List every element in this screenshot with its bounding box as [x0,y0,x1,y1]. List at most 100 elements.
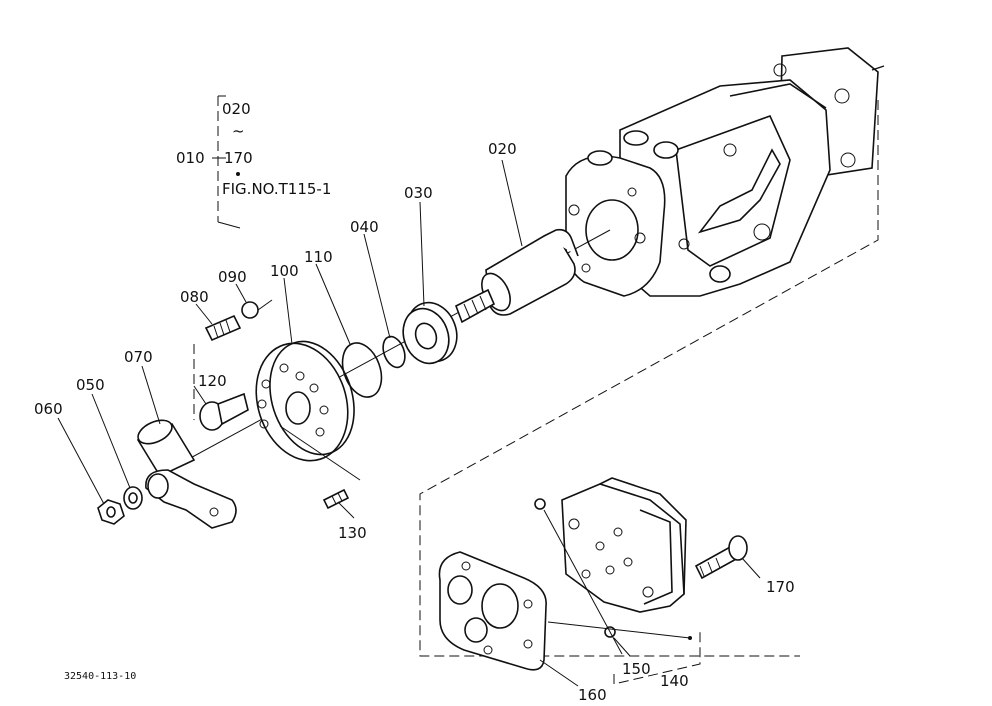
cam-plate-edge [269,340,355,456]
thread-line [471,299,479,315]
collar-bore [414,322,438,350]
cam-plate-hole [295,371,305,381]
flange-bolt-hole [834,88,850,104]
pin-knurl [337,492,343,502]
cam-plate-hole [315,427,325,437]
cam-plate-hole [309,383,319,393]
cover-hole [613,527,623,537]
face-bolt-hole [627,187,637,197]
gasket-port [447,575,473,605]
gasket-large-port [481,583,519,629]
gasket-bolt-hole [523,639,533,649]
callout-030: 030 [404,184,433,202]
cover-hole [605,565,615,575]
housing-port [678,238,690,250]
housing-top-edge [729,83,827,109]
callout-070: 070 [124,348,153,366]
leader-030 [419,201,425,307]
bolt-thread [707,561,713,573]
bushing-top [137,419,173,445]
gasket-axis [547,621,691,639]
part-040-small-o-ring [382,335,406,369]
legend-right-code: 170 [224,149,253,167]
leader-080 [195,303,213,325]
leader-040 [363,233,391,339]
gasket-bolt-hole [523,599,533,609]
part-090-ball [241,301,259,319]
part-170-bolt [694,535,748,580]
washer-inner [128,492,138,504]
part-110-large-o-ring [341,342,383,398]
leader-100 [283,277,293,345]
drawing-number: 32540-113-10 [64,671,136,682]
housing-port [723,143,737,157]
pin-axis-line [279,425,361,481]
callout-160: 160 [578,686,607,704]
leader-160 [539,659,579,687]
ball-leader [613,637,631,657]
legend-dot [236,172,240,176]
face-bolt-hole [568,204,580,216]
lever-hole [147,473,169,499]
legend-left-code: 010 [176,149,205,167]
leader-130 [337,501,355,519]
spring-coil [213,325,219,339]
part-100-cam-plate [255,340,355,462]
housing-shaft-line [871,65,885,71]
pin-knurl [331,495,337,505]
part-140-cover [561,477,687,613]
lever-end-hole [209,507,219,517]
part-130-pin [322,488,350,510]
cover-body [561,483,685,613]
legend-bracket-bottom [217,221,241,229]
part-030-collar [402,301,458,365]
cam-plate-hole [257,399,267,409]
leader-120 [193,385,207,405]
callout-020: 020 [488,140,517,158]
bolt-thread [715,557,721,569]
cover-hole [623,557,633,567]
gasket-bolt-hole [483,645,493,655]
spring-coil [225,319,231,333]
callout-140: 140 [660,672,689,690]
callout-050: 050 [76,376,105,394]
callout-120: 120 [198,372,227,390]
pin-body [322,488,350,510]
cam-plate-center-hole [285,391,311,425]
face-bolt-hole [581,263,591,273]
pump-housing [565,47,885,297]
cam-plate-hole [261,379,271,389]
part-060-nut [97,499,125,525]
cam-plate-hole [259,419,269,429]
legend-block: 020 ~ 010 170 FIG.NO.T115-1 [176,95,331,229]
flange-bolt-hole [840,152,856,168]
housing-boss [623,130,649,146]
leader-070 [141,365,161,425]
housing-boss [587,150,613,166]
lever-arm [145,469,237,529]
leader-020 [501,159,523,247]
part-080-spring [193,314,242,420]
leader-050 [91,393,131,489]
callout-080: 080 [180,288,209,306]
part-020-shaft [454,228,579,324]
cover-hole [581,569,591,579]
leader-170 [741,557,761,579]
cover-hole [595,541,605,551]
callout-150: 150 [622,660,651,678]
shaft-fork [543,228,579,257]
housing-side-face [675,114,791,267]
cover-edge [599,477,687,595]
cover-side [639,509,673,605]
callout-090: 090 [218,268,247,286]
cam-plate-hole [319,405,329,415]
cover-hole [642,586,654,598]
housing-lever-slot [697,148,781,234]
housing-port [753,223,771,241]
callout-110: 110 [304,248,333,266]
part-150-ball [534,498,546,510]
callout-040: 040 [350,218,379,236]
housing-boss [709,265,731,283]
thread-line [463,303,471,319]
